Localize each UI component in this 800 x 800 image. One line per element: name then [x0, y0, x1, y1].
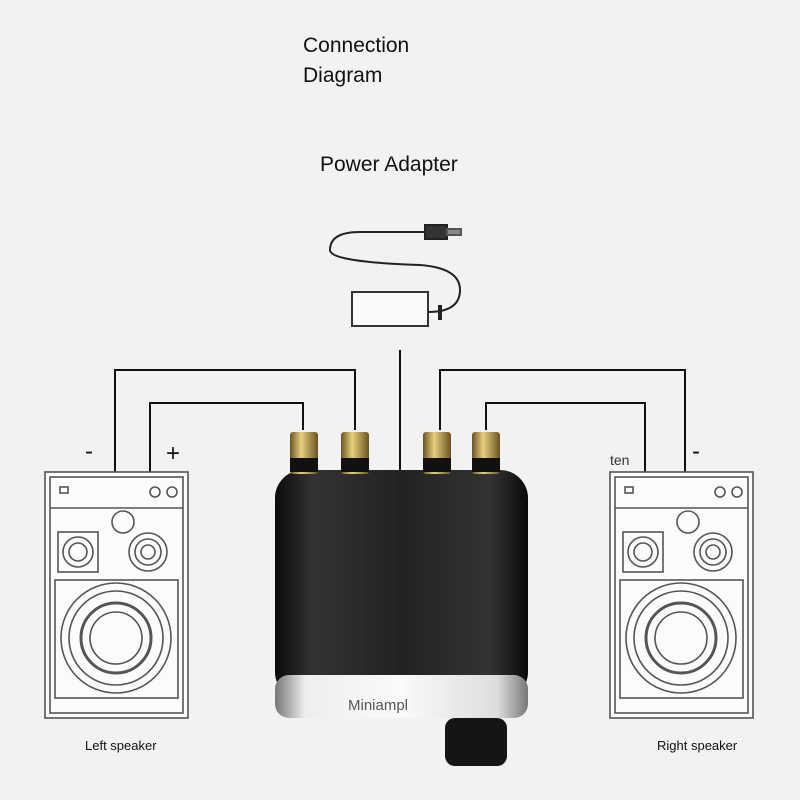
right-minus-label: - — [692, 438, 700, 465]
speaker-wires — [114, 350, 686, 472]
right-speaker-drawing — [608, 470, 755, 720]
binding-posts — [290, 432, 500, 474]
power-adapter — [328, 224, 462, 327]
right-speaker-label: Right speaker — [657, 738, 738, 753]
left-minus-label: - — [85, 438, 93, 465]
title-line-1: Connection — [303, 34, 410, 57]
title-line-2: Diagram — [303, 64, 383, 87]
amplifier — [275, 432, 528, 766]
right-plus-label: ten — [610, 452, 630, 468]
amplifier-brand: Miniampl — [348, 697, 409, 714]
left-plus-label: + — [166, 440, 181, 467]
left-speaker-label: Left speaker — [85, 738, 157, 753]
left-speaker-drawing — [44, 471, 189, 719]
power-adapter-label: Power Adapter — [320, 153, 458, 176]
